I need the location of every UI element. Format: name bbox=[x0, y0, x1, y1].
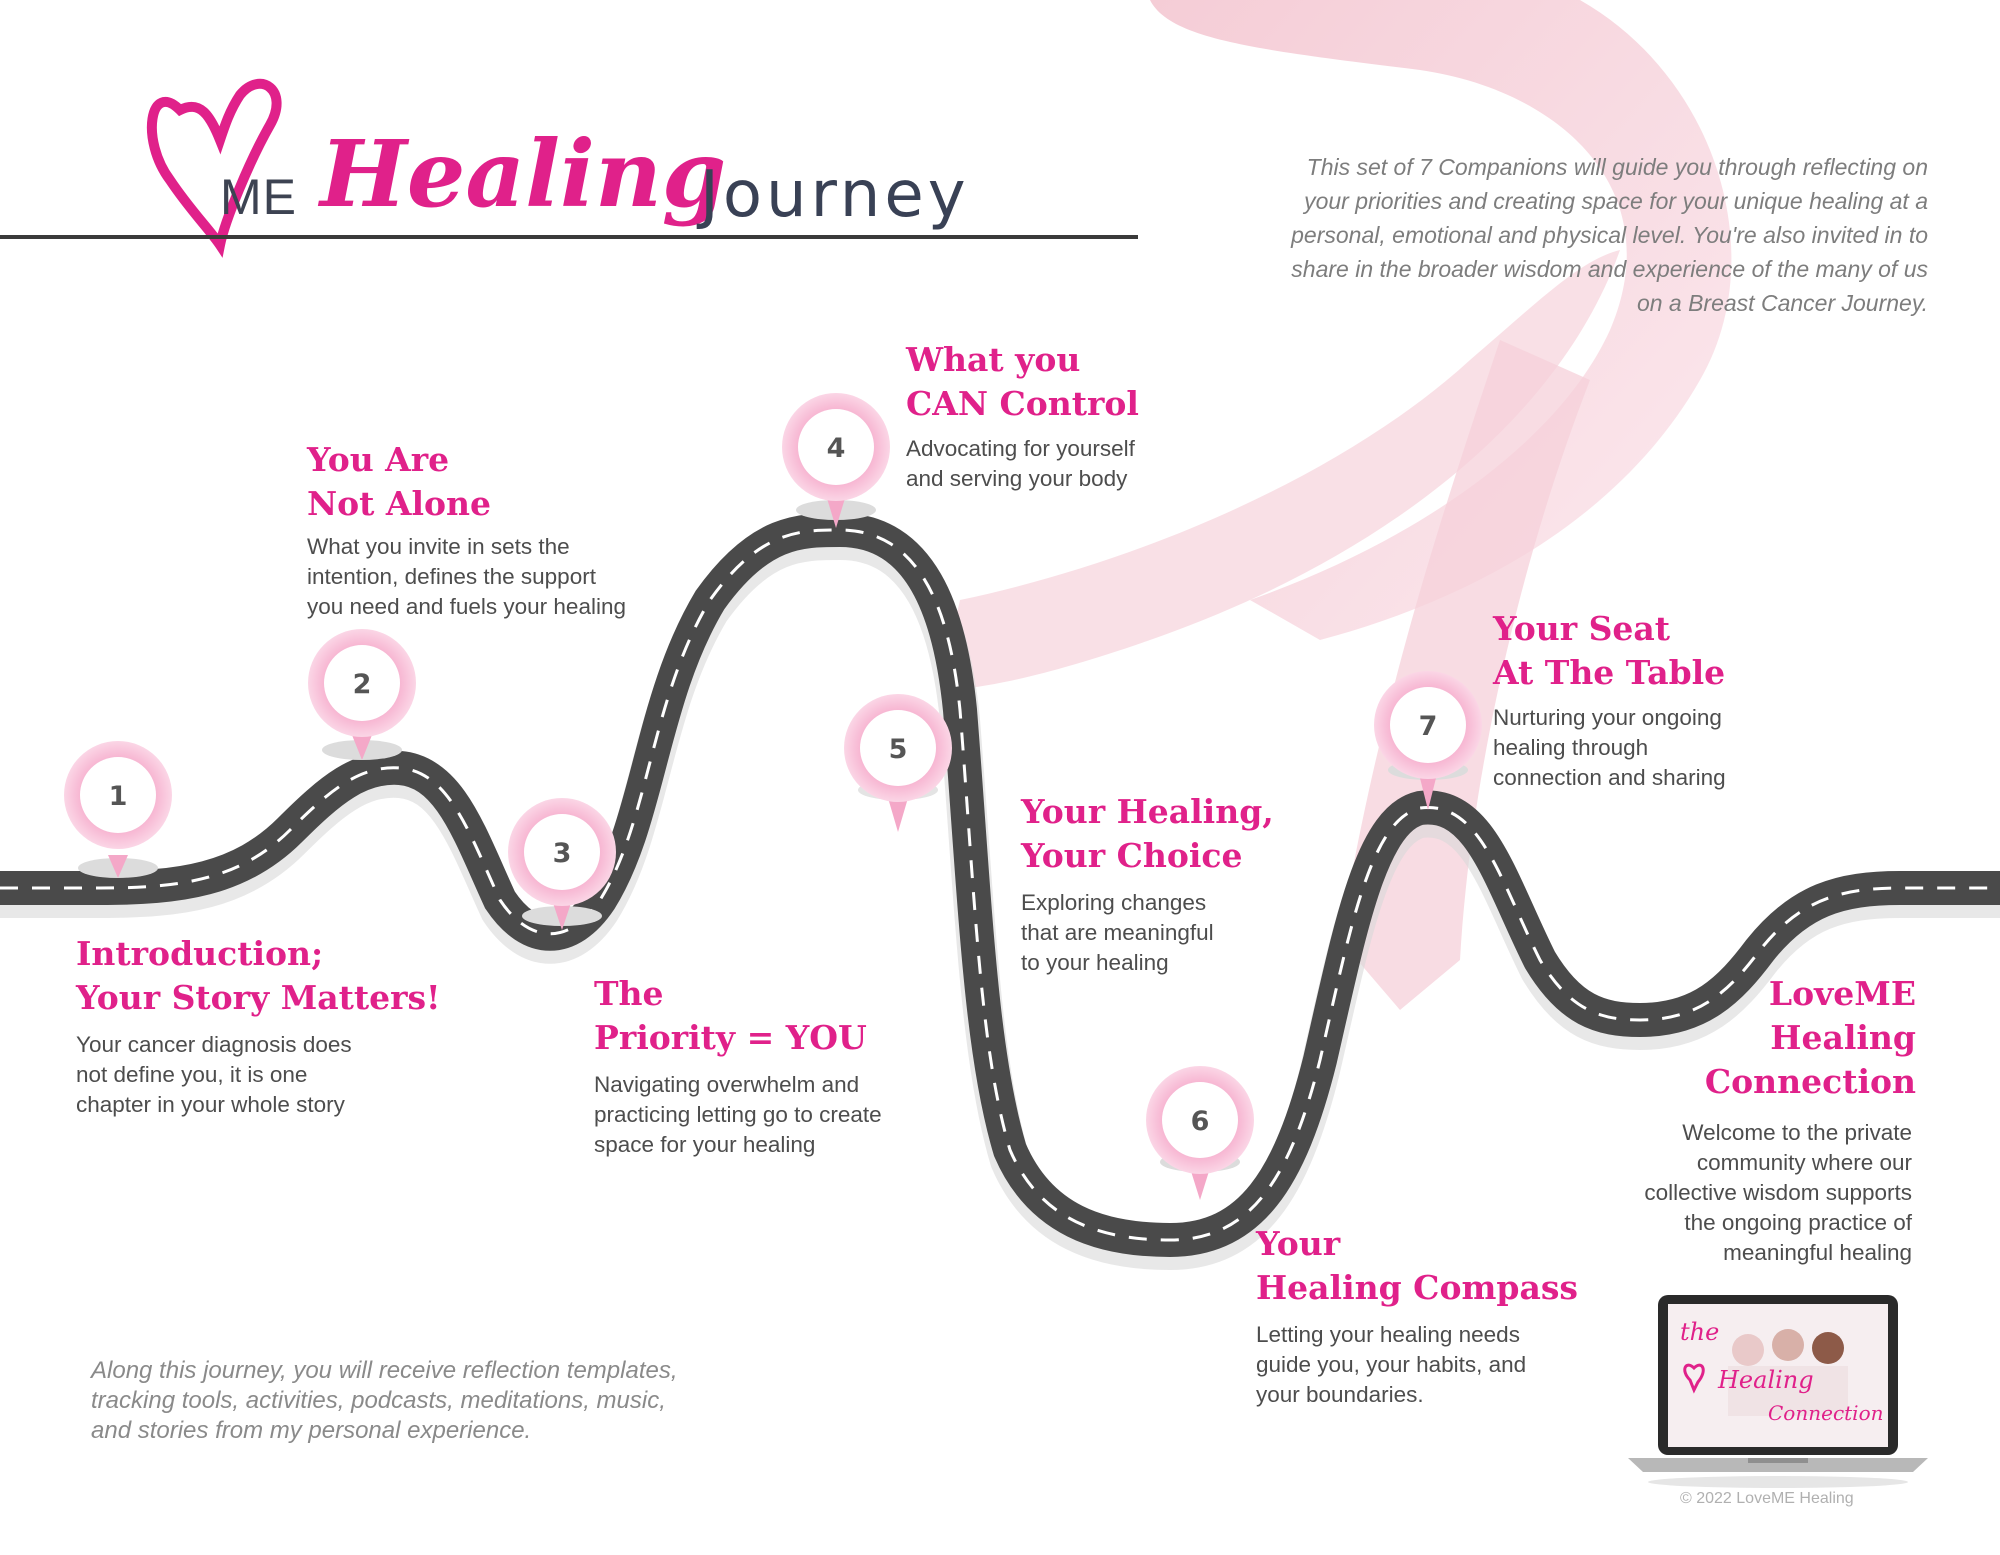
stop-desc-6: Letting your healing needs guide you, yo… bbox=[1256, 1322, 1527, 1407]
stop-label-3: The Priority = YOU Navigating overwhelm … bbox=[594, 972, 954, 1160]
stop-marker-1: 1 bbox=[64, 741, 172, 878]
stop-marker-2: 2 bbox=[308, 629, 416, 760]
stop-number-6: 6 bbox=[1191, 1106, 1210, 1137]
intro-text: This set of 7 Companions will guide you … bbox=[1291, 154, 1928, 316]
stop-marker-5: 5 bbox=[844, 694, 952, 832]
copyright: © 2022 LoveME Healing bbox=[1680, 1490, 1854, 1507]
stop-label-2: You Are Not Alone What you invite in set… bbox=[307, 438, 727, 622]
title-underline bbox=[0, 235, 1138, 239]
connection-title: LoveME Healing Connection bbox=[1704, 974, 1916, 1101]
stop-label-1: Introduction; Your Story Matters! Your c… bbox=[76, 932, 496, 1120]
laptop-text-connection: Connection bbox=[1768, 1401, 1884, 1425]
stop-number-2: 2 bbox=[353, 669, 372, 700]
stop-marker-6: 6 bbox=[1146, 1066, 1254, 1200]
stop-number-5: 5 bbox=[889, 734, 908, 765]
laptop-text-the: the bbox=[1680, 1318, 1719, 1346]
stop-number-1: 1 bbox=[109, 781, 128, 812]
stop-desc-1: Your cancer diagnosis does not define yo… bbox=[76, 1032, 352, 1117]
stop-label-6: Your Healing Compass Letting your healin… bbox=[1256, 1222, 1616, 1410]
stop-title-7: Your Seat At The Table bbox=[1493, 609, 1726, 692]
stop-marker-7: 7 bbox=[1374, 671, 1482, 810]
stop-title-3: The Priority = YOU bbox=[594, 974, 867, 1057]
stop-title-5: Your Healing, Your Choice bbox=[1021, 792, 1274, 875]
stop-desc-3: Navigating overwhelm and practicing lett… bbox=[594, 1072, 882, 1157]
stop-number-7: 7 bbox=[1419, 711, 1438, 742]
stop-number-4: 4 bbox=[827, 433, 846, 464]
stop-desc-4: Advocating for yourself and serving your… bbox=[906, 436, 1135, 491]
stop-label-7: Your Seat At The Table Nurturing your on… bbox=[1493, 607, 1813, 793]
stop-title-4: What you CAN Control bbox=[906, 340, 1139, 423]
stop-desc-7: Nurturing your ongoing healing through c… bbox=[1493, 705, 1726, 790]
title-logo: ME Healing Journey bbox=[0, 60, 1150, 320]
laptop-text-healing: Healing bbox=[1717, 1366, 1814, 1394]
stop-desc-2: What you invite in sets the intention, d… bbox=[307, 534, 626, 619]
stop-title-1: Introduction; Your Story Matters! bbox=[76, 934, 441, 1017]
stop-label-4: What you CAN Control Advocating for your… bbox=[906, 338, 1266, 494]
footer-note: Along this journey, you will receive ref… bbox=[91, 1357, 678, 1444]
stop-marker-3: 3 bbox=[508, 798, 616, 930]
stop-number-3: 3 bbox=[553, 838, 572, 869]
laptop-heart-icon bbox=[1683, 1363, 1705, 1394]
stop-title-2: You Are Not Alone bbox=[307, 440, 492, 523]
stop-desc-5: Exploring changes that are meaningful to… bbox=[1021, 890, 1214, 975]
heart-icon bbox=[146, 78, 282, 258]
stop-label-5: Your Healing, Your Choice Exploring chan… bbox=[1021, 790, 1321, 978]
title-healing: Healing bbox=[320, 120, 727, 228]
connection-desc: Welcome to the private community where o… bbox=[1644, 1120, 1912, 1265]
connection-label: LoveME Healing Connection bbox=[1590, 972, 1916, 1104]
title-me: ME bbox=[220, 169, 297, 225]
stop-title-6: Your Healing Compass bbox=[1256, 1224, 1578, 1307]
laptop-image: the Healing Connection bbox=[1628, 1295, 1928, 1488]
title-journey: Journey bbox=[700, 158, 970, 232]
stop-marker-4: 4 bbox=[782, 393, 890, 528]
